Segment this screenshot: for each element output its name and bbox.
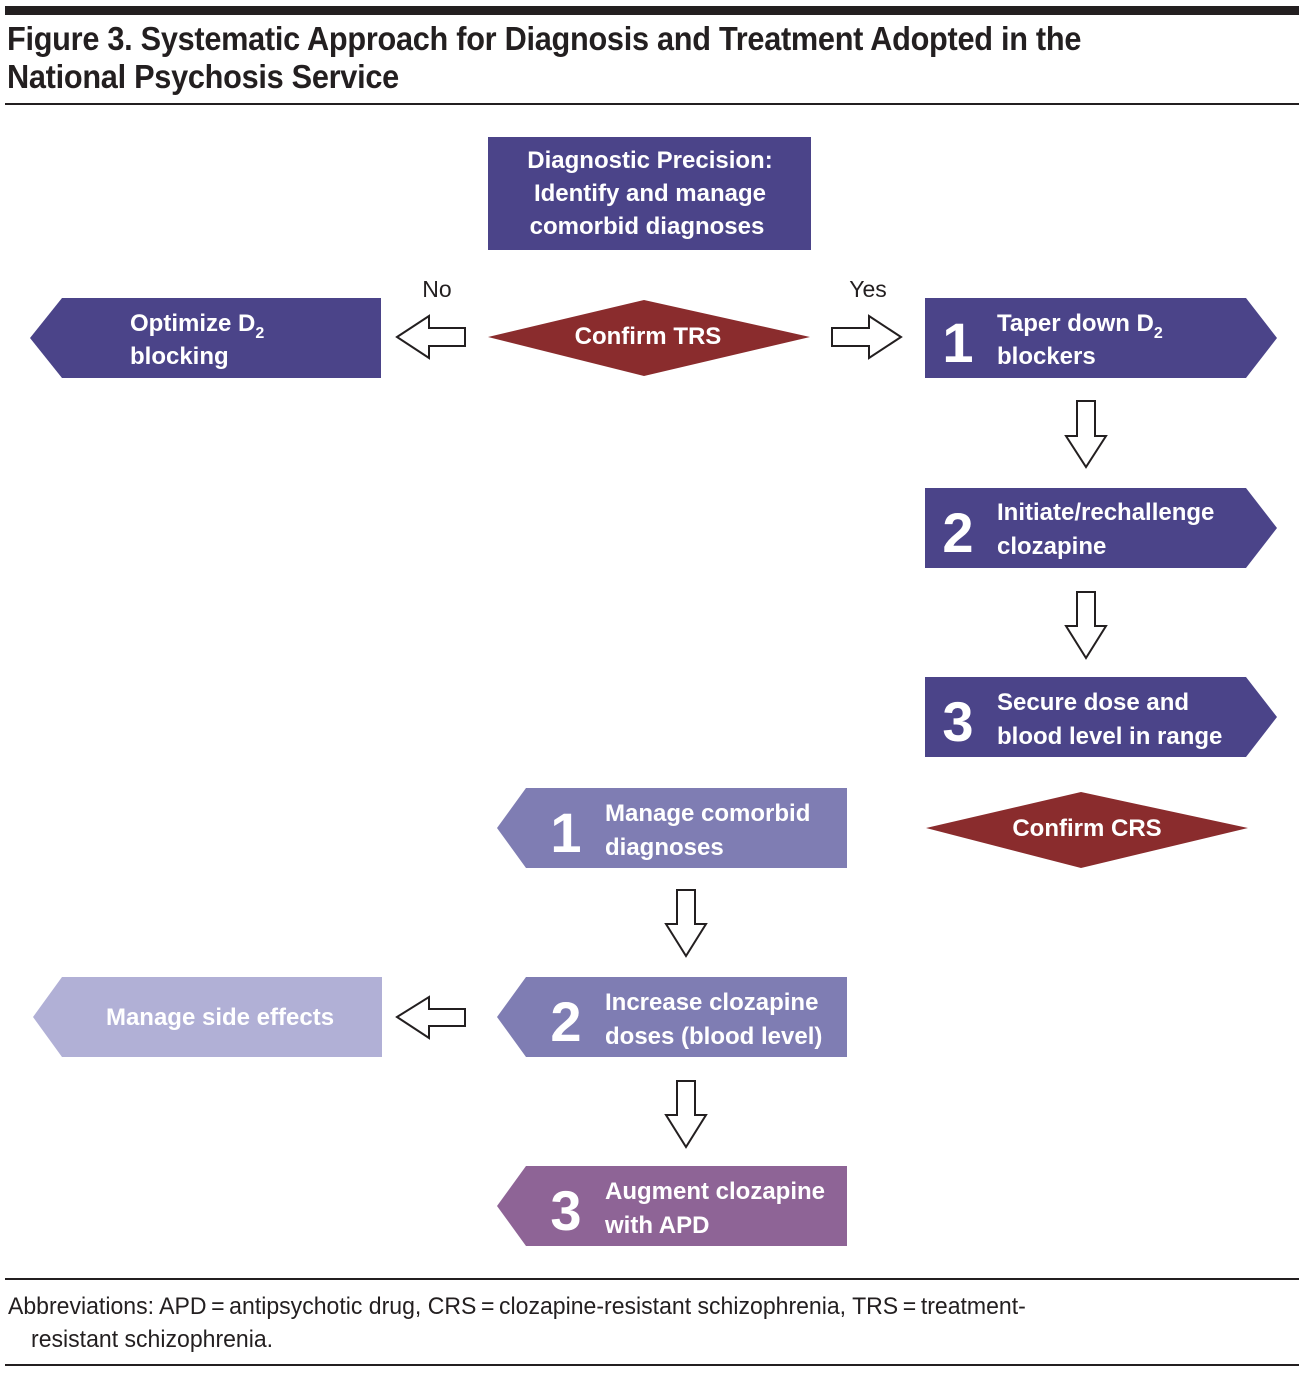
- node-diagnostic-precision: Diagnostic Precision: Identify and manag…: [488, 137, 811, 250]
- crs-step-1-line-2: diagnoses: [605, 834, 724, 861]
- diagnostic-precision-box: [488, 137, 811, 250]
- figure-title: Figure 3. Systematic Approach for Diagno…: [7, 20, 1207, 96]
- yes-step-3-number: 3: [942, 690, 973, 753]
- footnote-line-1: Abbreviations: APD = antipsychotic drug,…: [8, 1293, 1026, 1320]
- decision-confirm-crs: Confirm CRS: [926, 792, 1248, 868]
- crs-step-3-shape: [497, 1166, 847, 1246]
- node-crs-step-1: 1 Manage comorbid diagnoses: [497, 788, 847, 868]
- arrow-left-icon: [395, 995, 466, 1040]
- optimize-d2-shape: [30, 298, 381, 378]
- optimize-d2-line-2: blocking: [130, 343, 229, 370]
- yes-step-1-number: 1: [942, 311, 973, 374]
- diagnostic-precision-line-2: Identify and manage: [534, 180, 766, 207]
- node-manage-side-effects: Manage side effects: [33, 977, 382, 1057]
- arrow-down-icon: [664, 889, 708, 958]
- crs-step-1-number: 1: [550, 801, 581, 864]
- yes-step-3-line-1: Secure dose and: [997, 689, 1189, 716]
- top-rule: [5, 6, 1299, 15]
- arrow-down-icon: [664, 1080, 708, 1149]
- arrow-down-icon: [1064, 400, 1108, 469]
- node-crs-step-3: 3 Augment clozapine with APD: [497, 1166, 847, 1246]
- arrow-left-icon: [395, 314, 466, 360]
- figure-title-line-2: National Psychosis Service: [7, 58, 399, 95]
- yes-step-2-shape: [925, 488, 1277, 568]
- arrow-right-icon: [831, 314, 903, 360]
- node-yes-step-1: 1 Taper down D2 blockers: [925, 298, 1277, 378]
- crs-step-3-line-1: Augment clozapine: [605, 1178, 825, 1205]
- confirm-crs-label: Confirm CRS: [1012, 815, 1161, 842]
- yes-step-1-line-1: Taper down D2: [997, 310, 1163, 342]
- yes-step-2-line-2: clozapine: [997, 533, 1106, 560]
- manage-side-effects-shape: [33, 977, 382, 1057]
- crs-step-1-line-1: Manage comorbid: [605, 800, 810, 827]
- crs-step-2-number: 2: [550, 990, 581, 1053]
- confirm-trs-diamond: [488, 300, 810, 376]
- footnote-top-rule: [5, 1278, 1299, 1280]
- crs-step-3-number: 3: [550, 1179, 581, 1242]
- confirm-crs-diamond: [926, 792, 1248, 868]
- yes-step-1-line-2: blockers: [997, 343, 1096, 370]
- yes-step-3-line-2: blood level in range: [997, 723, 1222, 750]
- node-crs-step-2: 2 Increase clozapine doses (blood level): [497, 977, 847, 1057]
- crs-step-2-line-2: doses (blood level): [605, 1023, 822, 1050]
- optimize-d2-line-1: Optimize D2: [130, 310, 264, 342]
- yes-step-2-number: 2: [942, 501, 973, 564]
- edge-label-no: No: [422, 276, 451, 302]
- yes-step-1-shape: [925, 298, 1277, 378]
- diagnostic-precision-line-1: Diagnostic Precision:: [527, 147, 772, 174]
- crs-step-2-line-1: Increase clozapine: [605, 989, 818, 1016]
- node-yes-step-2: 2 Initiate/rechallenge clozapine: [925, 488, 1277, 568]
- diagnostic-precision-line-3: comorbid diagnoses: [530, 213, 765, 240]
- confirm-trs-label: Confirm TRS: [575, 323, 722, 350]
- title-rule: [5, 103, 1299, 105]
- abbreviations-footnote: Abbreviations: APD = antipsychotic drug,…: [8, 1290, 1237, 1356]
- yes-step-3-shape: [925, 677, 1277, 757]
- node-yes-step-3: 3 Secure dose and blood level in range: [925, 677, 1277, 757]
- footnote-bottom-rule: [5, 1364, 1299, 1366]
- footnote-line-2: resistant schizophrenia.: [31, 1326, 274, 1353]
- manage-side-effects-label: Manage side effects: [106, 1004, 334, 1031]
- figure-title-line-1: Figure 3. Systematic Approach for Diagno…: [7, 20, 1082, 57]
- crs-step-2-shape: [497, 977, 847, 1057]
- crs-step-1-shape: [497, 788, 847, 868]
- arrow-down-icon: [1064, 591, 1108, 660]
- edge-label-yes: Yes: [849, 276, 887, 302]
- crs-step-3-line-2: with APD: [604, 1212, 709, 1239]
- yes-step-2-line-1: Initiate/rechallenge: [997, 499, 1214, 526]
- decision-confirm-trs: Confirm TRS: [488, 300, 810, 376]
- node-optimize-d2-blocking: Optimize D2 blocking: [30, 298, 381, 378]
